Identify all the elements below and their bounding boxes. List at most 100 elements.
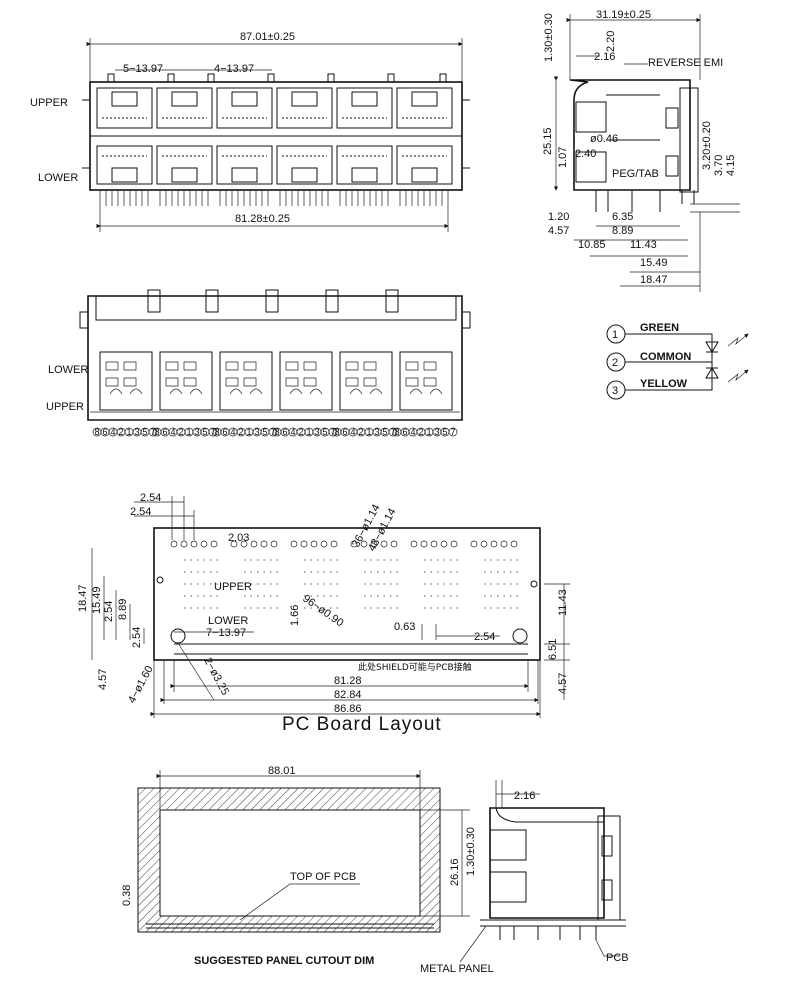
pin-number: 2 [239, 427, 244, 437]
front-row-upper: UPPER [30, 97, 68, 109]
panel-2-16: 2.16 [514, 790, 535, 802]
pin-group: 8 6 4 2 1 3 5 7 [392, 427, 458, 437]
pin-number: 6 [343, 427, 348, 437]
led-pin-1-label: GREEN [640, 322, 679, 334]
pin-number: 2 [299, 427, 304, 437]
pin-group: 8 6 4 2 1 3 5 7 [92, 427, 158, 437]
pin-number: 1 [427, 427, 432, 437]
pcb-15-49: 15.49 [91, 586, 103, 614]
pin-number: 6 [103, 427, 108, 437]
pin-number: 3 [135, 427, 140, 437]
pin-number: 6 [403, 427, 408, 437]
pin-number: 4 [351, 427, 356, 437]
pcb-2-03: 2.03 [228, 532, 249, 544]
pin-number: 4 [231, 427, 236, 437]
pin-number: 6 [163, 427, 168, 437]
panel-height: 26.16 [449, 858, 461, 886]
pcb-11-43: 11.43 [557, 589, 569, 616]
led-pin-2-num: 2 [612, 357, 618, 369]
side-reverse-emi: REVERSE EMI [648, 57, 723, 69]
panel-width: 88.01 [268, 765, 296, 777]
bottom-row-lower: LOWER [48, 364, 88, 376]
side-11-43: 11.43 [630, 239, 657, 251]
panel-pcb: PCB [606, 952, 629, 964]
led-pin-2-label: COMMON [640, 351, 691, 363]
pcb-18-47: 18.47 [77, 584, 89, 612]
pcb-width-86-86: 86.86 [334, 703, 362, 715]
panel-metal-panel: METAL PANEL [420, 963, 494, 975]
side-hole-dia: ø0.46 [590, 133, 618, 145]
front-overall-width: 87.01±0.25 [240, 31, 295, 43]
side-tab-offset: 2.16 [594, 51, 615, 63]
side-18-47: 18.47 [640, 274, 668, 286]
pcb-2-54-a: 2.54 [140, 492, 161, 504]
pcb-2-54-e: 2.54 [474, 631, 495, 643]
pin-number: 1 [247, 427, 252, 437]
pin-number: 6 [283, 427, 288, 437]
front-pitch-b: 4−13.97 [214, 63, 254, 75]
pin-number: 5 [323, 427, 328, 437]
pin-number: 2 [179, 427, 184, 437]
front-pitch-a: 5−13.97 [123, 63, 163, 75]
pin-group: 8 6 4 2 1 3 5 7 [152, 427, 218, 437]
pin-number: 8 [95, 427, 100, 437]
side-8-89: 8.89 [612, 225, 633, 237]
front-view: 87.01±0.25 5−13.97 4−13.97 [30, 31, 470, 232]
pin-number: 3 [315, 427, 320, 437]
pcb-2-54-c: 2.54 [103, 601, 115, 622]
pcb-4-57-a: 4.57 [97, 669, 109, 690]
pin-number: 1 [307, 427, 312, 437]
pin-number: 1 [187, 427, 192, 437]
side-height: 25.15 [542, 127, 554, 155]
pin-number: 4 [411, 427, 416, 437]
side-4-15: 4.15 [725, 155, 737, 176]
pin-number: 5 [203, 427, 208, 437]
pin-number: 1 [367, 427, 372, 437]
bottom-port-blocks [99, 351, 453, 411]
panel-cutout: 88.01 26.16 1.30±0.30 0.38 TOP OF PCB SU… [121, 765, 629, 975]
pin-number: 3 [195, 427, 200, 437]
pin-number: 5 [143, 427, 148, 437]
side-3-20: 3.20±0.20 [701, 121, 713, 170]
side-1-20: 1.20 [548, 211, 569, 223]
side-6-35: 6.35 [612, 211, 633, 223]
pcb-layout-title: PC Board Layout [282, 714, 442, 735]
pcb-2-54-d: 2.54 [131, 627, 143, 648]
led-diode-yellow [705, 367, 719, 379]
panel-cutout-title: SUGGESTED PANEL CUTOUT DIM [194, 955, 374, 967]
pin-number: 3 [255, 427, 260, 437]
panel-0-38: 0.38 [121, 885, 133, 906]
side-top-offset: 1.30±0.30 [543, 13, 555, 62]
pin-number: 6 [223, 427, 228, 437]
lower-ports [96, 145, 453, 185]
pin-number: 4 [291, 427, 296, 437]
pcb-width-82-84: 82.84 [334, 689, 362, 701]
pcb-row-lower: LOWER [208, 615, 248, 627]
led-pin-3-num: 3 [612, 385, 618, 397]
bottom-view: LOWER UPPER 8 6 4 2 1 3 5 7 8 6 4 2 1 3 … [46, 289, 471, 437]
front-row-lower: LOWER [38, 172, 78, 184]
pcb-layout: 2.54 2.54 2.03 36−ø1.14 48−ø1.14 18.47 1… [77, 492, 570, 735]
side-1-07: 1.07 [557, 147, 569, 168]
pin-number: 5 [383, 427, 388, 437]
front-bottom-width: 81.28±0.25 [235, 213, 290, 225]
pin-number: 8 [155, 427, 160, 437]
panel-1-30: 1.30±0.30 [465, 827, 477, 876]
pin-number: 2 [419, 427, 424, 437]
pcb-shield-note: 此处SHIELD可能与PCB接触 [358, 661, 472, 673]
led-pin-1-num: 1 [612, 329, 618, 341]
side-3-70: 3.70 [713, 155, 725, 176]
pin-number: 2 [359, 427, 364, 437]
pin-number: 5 [443, 427, 448, 437]
led-pin-3-label: YELLOW [640, 378, 688, 390]
pin-number: 5 [263, 427, 268, 437]
pin-number: 7 [451, 427, 456, 437]
pcb-96-0-90: 96−ø0.90 [300, 593, 345, 630]
side-view: 31.19±0.25 1.30±0.30 2.20 2.16 REVERSE E… [542, 9, 740, 292]
bottom-row-upper: UPPER [46, 401, 84, 413]
led-schematic: 1 GREEN 2 COMMON 3 YELLOW [606, 322, 749, 400]
pcb-2-54-b: 2.54 [130, 506, 151, 518]
pin-group: 8 6 4 2 1 3 5 7 [272, 427, 338, 437]
side-15-49: 15.49 [640, 257, 668, 269]
